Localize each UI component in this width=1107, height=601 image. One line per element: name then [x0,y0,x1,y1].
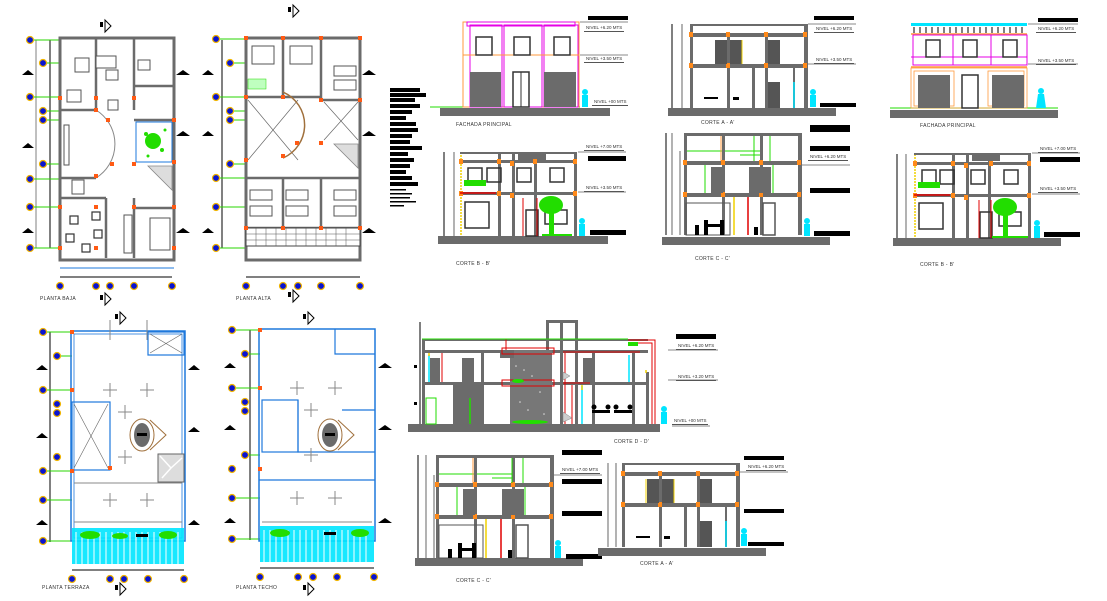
section-corte-c-1: NIVEL +6.20 MTS CORTE C - C' [650,125,880,270]
plan-title: PLANTA ALTA [236,296,271,302]
plan-title: PLANTA TECHO [236,585,278,591]
level-label: NIVEL +7.00 MTS [584,144,625,151]
level-label: NIVEL +3.50 MTS [1038,186,1079,193]
facade-drawing [890,18,1078,118]
legend-block [390,88,426,207]
floor-plan-drawing [36,310,200,597]
level-label: NIVEL +6.20 MTS [814,26,855,33]
level-label: NIVEL +7.00 MTS [1038,146,1079,153]
level-label: NIVEL +3.50 MTS [814,57,855,64]
section-corte-a-1: NIVEL +6.20 MTS NIVEL +3.50 MTS CORTE A … [660,0,880,130]
level-label: NIVEL +6.20 MTS [584,25,625,32]
section-corte-d: NIVEL +6.20 MTS NIVEL +3.20 MTS NIVEL +0… [400,310,730,450]
plan-title: PLANTA BAJA [40,296,76,302]
drawing-title: CORTE A - A' [701,120,735,126]
drawing-title: CORTE B - B' [920,262,955,268]
drawing-title: CORTE C - C' [456,578,492,584]
level-label: NIVEL +7.00 MTS [560,467,601,474]
section-drawing [893,152,1080,246]
section-drawing [598,456,788,556]
plan-planta-terraza: PLANTA TERRAZA [0,310,200,601]
level-label: NIVEL +6.20 MTS [1036,26,1077,33]
section-drawing [415,450,602,566]
section-corte-a-2: NIVEL +6.20 MTS CORTE A - A' [596,455,796,575]
facade-drawing [430,16,628,116]
drawing-title: CORTE D - D' [614,439,650,445]
floor-plan-drawing [22,18,190,307]
floor-plan-drawing [202,3,376,304]
plan-planta-baja: PLANTA BAJA [0,0,200,310]
level-label: NIVEL +3.20 MTS [676,374,717,381]
level-label: NIVEL +6.20 MTS [746,464,787,471]
level-label: NIVEL +3.50 MTS [1036,58,1077,65]
plan-title: PLANTA TERRAZA [42,585,90,591]
level-label: NIVEL +3.50 MTS [584,56,625,63]
level-label: NIVEL +3.50 MTS [584,185,625,192]
plan-planta-alta: PLANTA ALTA [200,0,400,310]
level-label: NIVEL +6.20 MTS [808,154,849,161]
section-drawing [668,16,856,128]
section-corte-b-1: NIVEL +7.00 MTS NIVEL +3.50 MTS CORTE B … [430,130,650,270]
plan-planta-techo: PLANTA TECHO [200,310,400,601]
drawing-title: CORTE A - A' [640,561,674,567]
elevation-fachada-principal-1: NIVEL +6.20 MTS NIVEL +3.50 MTS NIVEL +0… [430,0,660,130]
level-label: NIVEL +00 MTS [672,418,709,425]
drawing-title: FACHADA PRINCIPAL [456,122,512,128]
elevation-fachada-principal-2: NIVEL +6.20 MTS NIVEL +3.50 MTS FACHADA … [880,0,1107,140]
section-corte-c-2: NIVEL +7.00 MTS CORTE C - C' [400,445,610,595]
section-drawing [662,127,850,245]
level-label: NIVEL +6.20 MTS [676,343,717,350]
drawing-title: CORTE C - C' [695,256,731,262]
section-drawing [438,151,626,244]
section-drawing [408,320,718,432]
drawing-title: FACHADA PRINCIPAL [920,123,976,129]
drawing-title: CORTE B - B' [456,261,491,267]
level-label: NIVEL +00 MTS [592,99,629,106]
floor-plan-drawing [224,310,392,597]
section-corte-b-2: NIVEL +7.00 MTS NIVEL +3.50 MTS CORTE B … [880,140,1107,275]
